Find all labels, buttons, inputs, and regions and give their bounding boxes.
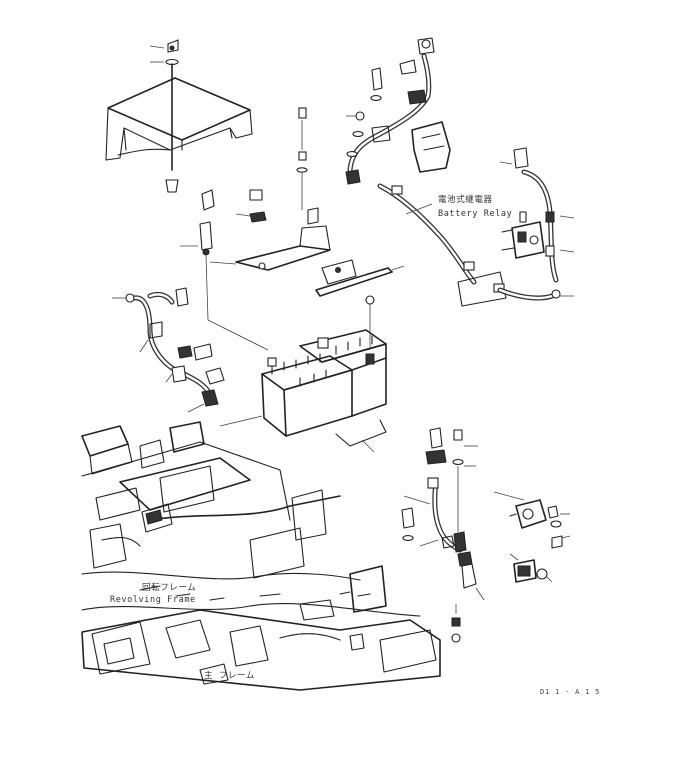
battery-bracket-rear xyxy=(315,259,405,297)
left-battery-cable xyxy=(112,287,225,413)
relay-cable-upper xyxy=(345,37,435,185)
battery-bracket-front xyxy=(209,225,331,271)
battery-relay xyxy=(501,211,545,259)
battery-leaders xyxy=(219,295,387,453)
battery-relay-label-jp: 電池式継電器 xyxy=(438,194,493,205)
ground-bracket xyxy=(509,553,553,583)
bracket-bolts xyxy=(180,189,269,351)
small-parts-top xyxy=(296,107,319,225)
revolving-frame-label-jp: 回転フレーム xyxy=(142,583,196,593)
drawing-number: D1 1 - A 1 5 xyxy=(540,688,600,696)
revolving-frame-label: Revolving Frame xyxy=(110,595,196,605)
cover-bolt xyxy=(149,39,179,193)
ground-terminal xyxy=(493,491,571,549)
main-frame-label-jp: 主 フレーム xyxy=(204,670,255,681)
relay-long-cable xyxy=(377,183,561,307)
ground-cable xyxy=(401,427,485,601)
relay-label-leader xyxy=(405,203,433,215)
relay-terminal-parts xyxy=(346,67,383,157)
frame-bolt xyxy=(451,617,461,627)
relay-clamp xyxy=(411,121,451,173)
frame-washer xyxy=(451,633,461,643)
battery-relay-label: Battery Relay xyxy=(438,209,512,219)
revolving-frame xyxy=(81,421,441,691)
relay-right-cable xyxy=(499,147,575,297)
battery-right xyxy=(299,329,387,417)
battery-left xyxy=(261,353,353,437)
battery-cover xyxy=(105,77,253,161)
